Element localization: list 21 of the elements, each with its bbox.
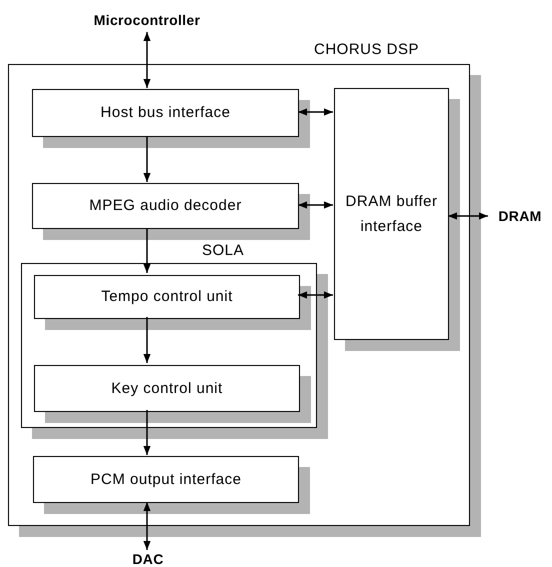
arrow [143, 32, 151, 88]
group-heading: SOLA [202, 242, 244, 259]
block-label: Tempo control unit [101, 287, 233, 308]
arrow [143, 410, 151, 455]
arrow [143, 502, 151, 550]
port-label: Microcontroller [94, 12, 200, 28]
arrow [143, 228, 151, 273]
arrow [298, 108, 333, 116]
port-label: DAC [132, 550, 164, 566]
block-label: Host bus interface [100, 103, 230, 124]
arrow [298, 291, 333, 299]
arrow [298, 201, 333, 209]
block-label: Key control unit [111, 378, 223, 399]
port-label: DRAM [498, 208, 542, 224]
arrow [143, 317, 151, 363]
block-label: DRAM buffer interface [344, 192, 438, 237]
arrow [448, 212, 488, 220]
block-label: PCM output interface [90, 470, 242, 490]
arrow [143, 136, 151, 182]
block-label: MPEG audio decoder [89, 196, 242, 216]
group-heading: CHORUS DSP [314, 41, 419, 58]
